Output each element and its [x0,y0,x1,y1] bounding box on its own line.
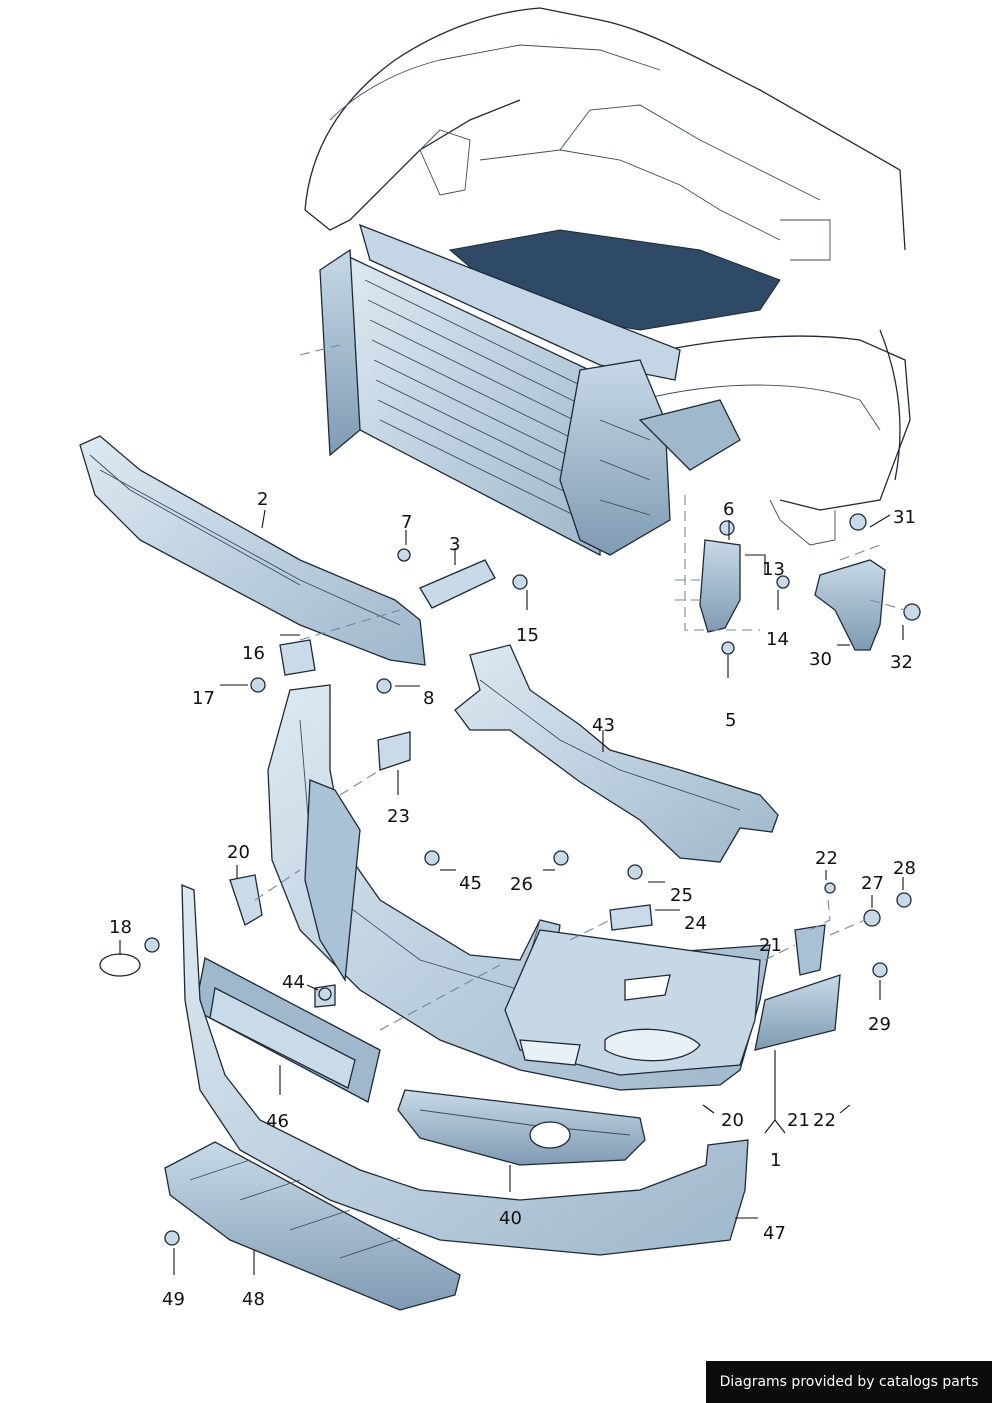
label-49: 49 [162,1289,185,1310]
assembly-lines [254,344,906,1031]
sensor-part-3 [419,559,496,609]
label-14: 14 [766,629,789,650]
label-3: 3 [449,534,461,555]
label-40: 40 [499,1208,522,1229]
label-18: 18 [109,917,132,938]
label-32: 32 [890,652,913,673]
credit-banner: Diagrams provided by catalogs parts [706,1361,992,1403]
label-22-bottom: 22 [813,1110,836,1131]
label-20-top: 20 [227,842,250,863]
side-bracket [229,539,886,1051]
label-48: 48 [242,1289,265,1310]
label-24: 24 [684,913,707,934]
label-20-bottom: 20 [721,1110,744,1131]
label-6: 6 [723,499,735,520]
label-26: 26 [510,874,533,895]
label-5: 5 [725,710,737,731]
label-1: 1 [770,1150,782,1171]
label-28: 28 [893,858,916,879]
radiator [319,223,741,557]
lower-grille [397,1089,646,1166]
label-13: 13 [762,559,785,580]
label-8: 8 [423,688,435,709]
label-16: 16 [242,643,265,664]
label-2: 2 [257,489,269,510]
label-17: 17 [192,688,215,709]
credit-text: Diagrams provided by catalogs parts [719,1374,979,1390]
label-46: 46 [266,1111,289,1132]
label-21-bottom: 21 [787,1110,810,1131]
label-31: 31 [893,507,916,528]
label-44: 44 [282,972,305,993]
licence-plate-holder [194,957,381,1103]
lower-spoiler [181,884,749,1256]
label-47: 47 [763,1223,786,1244]
fasteners [99,513,921,1246]
label-23: 23 [387,806,410,827]
leader-lines [119,509,904,1275]
label-43: 43 [592,715,615,736]
impact-beam [79,435,426,666]
label-22-top: 22 [815,848,838,869]
label-45: 45 [459,873,482,894]
label-27: 27 [861,873,884,894]
undertray [164,1141,461,1311]
energy-absorber [454,644,779,863]
label-29: 29 [868,1014,891,1035]
label-7: 7 [401,512,413,533]
label-21-top: 21 [759,935,782,956]
label-15: 15 [516,625,539,646]
bumper-cover [267,684,771,1091]
label-30: 30 [809,649,832,670]
label-25: 25 [670,885,693,906]
